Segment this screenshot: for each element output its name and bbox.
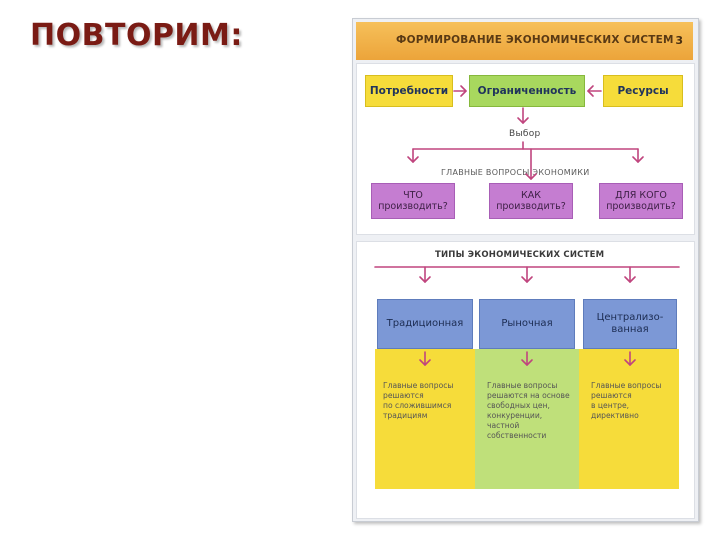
centralized-description: Главные вопросы решаются в центре, дирек… (585, 377, 679, 425)
question-how-box: КАК производить? (489, 183, 573, 219)
page-number: 3 (675, 34, 683, 47)
question-for-whom-box: ДЛЯ КОГО производить? (599, 183, 683, 219)
slide-title: ПОВТОРИМ: (30, 18, 243, 53)
traditional-desc-line: по сложившимся (383, 401, 452, 410)
arrows-to-descriptions (419, 351, 636, 366)
market-desc-line: конкуренции, (487, 411, 543, 420)
needs-box: Потребности (365, 75, 453, 107)
branch-to-types (374, 266, 680, 283)
centralized-desc-line: в центре, (591, 401, 630, 410)
question-for-whom-line1: ДЛЯ КОГО (615, 190, 667, 201)
centralized-type-box: Централизо- ванная (583, 299, 677, 349)
question-what-line1: ЧТО (403, 190, 423, 201)
traditional-desc-line: Главные вопросы (383, 381, 454, 390)
centralized-type-line2: ванная (611, 324, 649, 335)
market-type-box: Рыночная (479, 299, 575, 349)
page-header-title: ФОРМИРОВАНИЕ ЭКОНОМИЧЕСКИХ СИСТЕМ (396, 34, 674, 46)
traditional-type-box: Традиционная (377, 299, 473, 349)
centralized-desc-line: Главные вопросы (591, 381, 662, 390)
market-desc-line: собственности (487, 431, 547, 440)
question-how-line1: КАК (521, 190, 541, 201)
market-desc-line: частной (487, 421, 520, 430)
traditional-desc-line: традициям (383, 411, 428, 420)
market-column-bg (475, 349, 579, 489)
centralized-desc-line: директивно (591, 411, 639, 420)
market-desc-line: свободных цен, (487, 401, 550, 410)
main-questions-label: ГЛАВНЫЕ ВОПРОСЫ ЭКОНОМИКИ (441, 168, 590, 177)
diagram-page: ФОРМИРОВАНИЕ ЭКОНОМИЧЕСКИХ СИСТЕМ 3 Потр… (352, 18, 699, 522)
economic-systems-title: ТИПЫ ЭКОНОМИЧЕСКИХ СИСТЕМ (435, 250, 605, 260)
traditional-description: Главные вопросы решаются по сложившимся … (377, 377, 473, 425)
question-how-line2: производить? (496, 201, 566, 212)
market-description: Главные вопросы решаются на основе свобо… (481, 377, 579, 445)
limitation-box: Ограниченность (469, 75, 585, 107)
arrow-resources-to-limitation (587, 85, 602, 97)
arrow-needs-to-limitation (453, 85, 467, 97)
centralized-type-line1: Централизо- (596, 312, 664, 323)
traditional-desc-line: решаются (383, 391, 424, 400)
page-header: ФОРМИРОВАНИЕ ЭКОНОМИЧЕСКИХ СИСТЕМ 3 (356, 22, 693, 60)
centralized-desc-line: решаются (591, 391, 632, 400)
market-desc-line: Главные вопросы (487, 381, 558, 390)
question-for-whom-line2: производить? (606, 201, 676, 212)
resources-box: Ресурсы (603, 75, 683, 107)
question-what-box: ЧТО производить? (371, 183, 455, 219)
arrow-limitation-to-choice (517, 107, 529, 124)
traditional-column-bg (375, 349, 475, 489)
connector-arrows (374, 85, 680, 366)
centralized-column-bg (579, 349, 679, 489)
branch-from-choice (407, 141, 644, 180)
choice-label: Выбор (509, 129, 541, 139)
question-what-line2: производить? (378, 201, 448, 212)
market-desc-line: решаются на основе (487, 391, 570, 400)
